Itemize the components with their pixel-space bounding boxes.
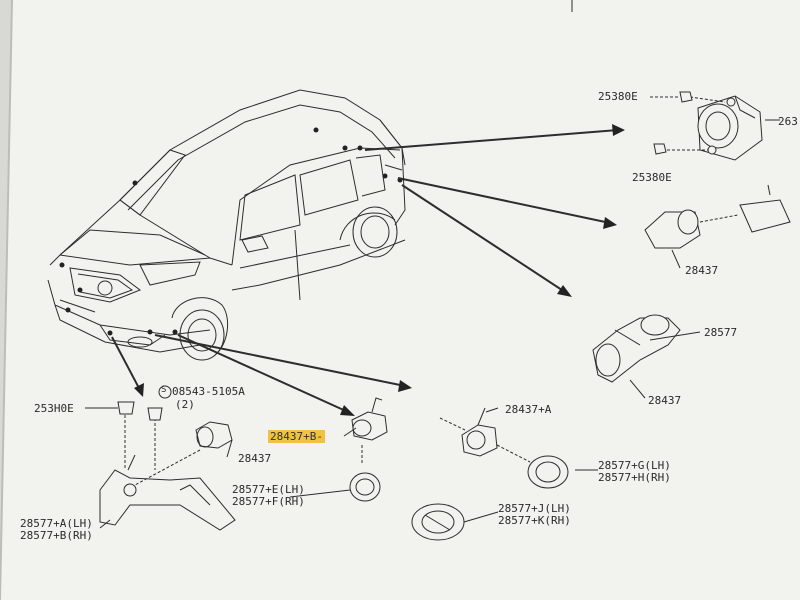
label-28437b-text: 28437+B — [270, 430, 317, 443]
car-illustration — [47, 89, 406, 361]
sensor-cover-part — [411, 503, 465, 541]
label-28437-right-mid: 28437 — [648, 394, 682, 407]
label-28577h: 28577+H(RH) — [598, 471, 671, 484]
sensor-part-upper-right — [644, 184, 791, 269]
label-28577j: 28577+J(LH) — [498, 502, 571, 515]
label-28577b: 28577+B(RH) — [20, 529, 93, 542]
pointer-arrows — [111, 124, 625, 416]
label-28577f: 28577+F(RH) — [232, 495, 305, 508]
label-28577-right-mid: 28577 — [704, 326, 738, 339]
label-28577k: 28577+K(RH) — [498, 514, 571, 527]
paper-edge — [0, 0, 13, 600]
label-28437-left: 28437 — [238, 452, 272, 465]
label-263: 263 — [778, 115, 798, 128]
screw-label-symbol: S — [161, 385, 167, 395]
label-25380e-bottom: 25380E — [632, 171, 672, 184]
sensor-part-center — [349, 397, 388, 502]
sensor-part-a — [439, 407, 569, 489]
label-28437a: 28437+A — [505, 403, 552, 416]
label-25380e-top: 25380E — [598, 90, 638, 103]
screw-symbol-icon — [158, 385, 172, 399]
rear-sensor-bracket — [650, 91, 780, 161]
sensor-part-mid-right — [592, 314, 681, 399]
highlight-mark: 28437+B- — [268, 430, 325, 443]
label-28577g: 28577+G(LH) — [598, 459, 671, 472]
front-bracket-assembly — [85, 401, 236, 531]
label-28577e: 28577+E(LH) — [232, 483, 305, 496]
label-28577a: 28577+A(LH) — [20, 517, 93, 530]
label-08543-qty: (2) — [175, 398, 195, 411]
label-28437b-highlight: 28437+B- — [268, 430, 325, 443]
leader-lines — [99, 331, 701, 529]
label-28437-right-upper: 28437 — [685, 264, 719, 277]
label-08543: 08543-5105A — [172, 385, 245, 398]
label-253h0e: 253H0E — [34, 402, 74, 415]
